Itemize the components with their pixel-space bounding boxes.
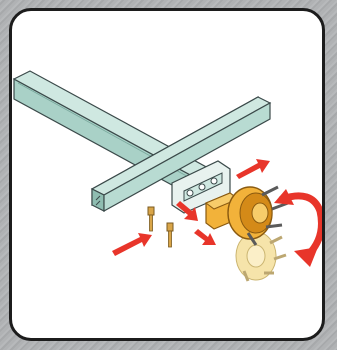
bolt-right [167,223,173,247]
assembly-diagram [12,11,322,338]
wheel-hub [228,187,288,245]
bolt-left [148,207,154,231]
diagram-card [9,8,325,341]
hub-ghost [236,232,286,281]
